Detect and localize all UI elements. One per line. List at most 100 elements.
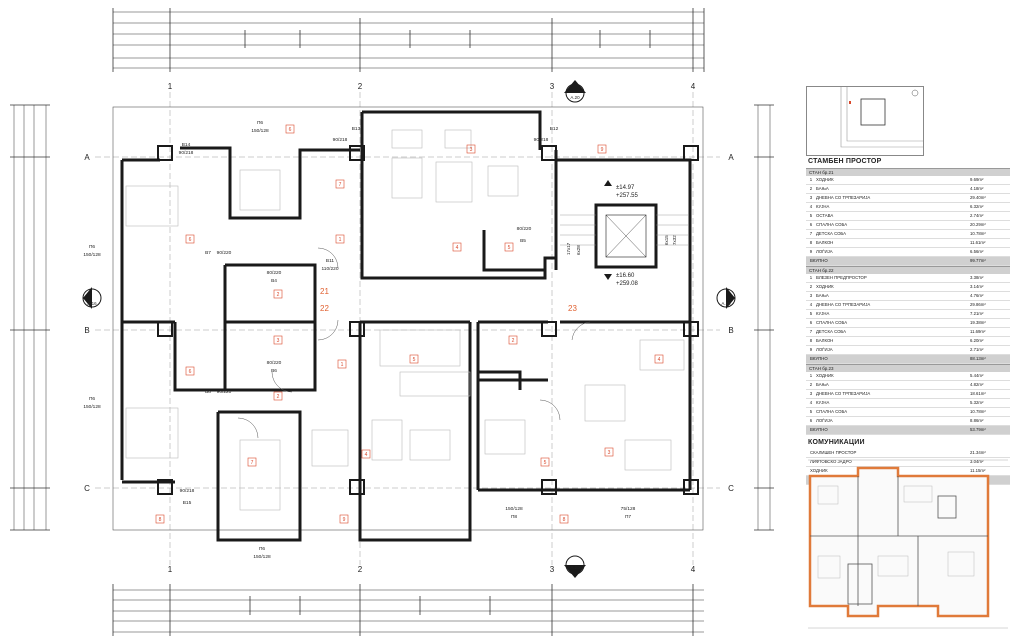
door-swing-icon (237, 247, 591, 439)
stair-steps-right: 7x32 (672, 235, 677, 245)
svg-text:3: 3 (608, 450, 611, 456)
svg-text:5: 5 (508, 245, 511, 251)
svg-text:B15: B15 (183, 500, 192, 506)
svg-text:П8: П8 (511, 514, 517, 520)
svg-text:2: 2 (277, 394, 280, 400)
room-tag: 9 (339, 514, 349, 524)
unit-header: СТАН бр.22 (806, 266, 1010, 274)
svg-text:90/218: 90/218 (180, 488, 195, 494)
left-dimension-chains (10, 104, 50, 531)
unit-number: 21 (320, 287, 329, 296)
svg-text:6: 6 (189, 237, 192, 243)
axis-label: 1 (168, 82, 173, 91)
opening-label: B15 90/218 (180, 488, 195, 506)
opening-label: B6 80/220 (267, 360, 282, 374)
svg-text:8: 8 (563, 517, 566, 523)
axis-bubbles-left: A B C (84, 153, 90, 493)
svg-text:П6: П6 (259, 546, 265, 552)
svg-text:B8: B8 (205, 389, 211, 395)
svg-text:3: 3 (277, 338, 280, 344)
svg-text:2: 2 (277, 292, 280, 298)
svg-text:2: 2 (512, 338, 515, 344)
walls (120, 110, 692, 542)
svg-text:80/220: 80/220 (267, 360, 282, 366)
svg-text:90/220: 90/220 (217, 389, 232, 395)
axis-bubbles-bottom: 1 2 3 4 (168, 565, 696, 574)
svg-text:9: 9 (343, 517, 346, 523)
room-tag: 6 (185, 366, 195, 376)
room-tag: 5 (504, 242, 514, 252)
svg-text:П6: П6 (257, 120, 263, 126)
axis-bubbles-top: 1 2 3 4 (168, 82, 696, 91)
section-label: A.20 (570, 95, 580, 100)
level-arrow-icon (604, 180, 612, 186)
room-tag: 1 (337, 359, 347, 369)
svg-text:B14: B14 (182, 142, 191, 148)
key-plan-minimap (808, 459, 1008, 629)
svg-text:6: 6 (189, 369, 192, 375)
room-tag: 2 (508, 335, 518, 345)
svg-text:150/128: 150/128 (253, 554, 271, 560)
svg-text:4: 4 (658, 357, 661, 363)
room-tag: 9 (597, 144, 607, 154)
building-outline (112, 106, 704, 531)
svg-text:1: 1 (339, 237, 342, 243)
room-tag: 3 (273, 335, 283, 345)
stair-steps: 17x17 (566, 242, 571, 255)
columns (157, 145, 699, 495)
room-tag: 6 (185, 234, 195, 244)
room-tag: 7 (247, 457, 257, 467)
axis-label: C (84, 484, 90, 493)
axis-label: 2 (358, 82, 363, 91)
room-tag: 8 (155, 514, 165, 524)
axis-label: 1 (168, 565, 173, 574)
svg-text:8: 8 (159, 517, 162, 523)
room-tag: 8 (559, 514, 569, 524)
room-tag: 5 (409, 354, 419, 364)
svg-text:5: 5 (413, 357, 416, 363)
axis-label: 2 (358, 565, 363, 574)
section-marker-icon: A.19 (716, 287, 736, 309)
room-tag: 3 (466, 144, 476, 154)
svg-text:П6: П6 (89, 244, 95, 250)
axis-label: 4 (691, 82, 696, 91)
level-bottom: ±16.60 (616, 273, 635, 279)
svg-text:B7: B7 (205, 250, 211, 256)
level-arrow-icon (604, 274, 612, 280)
section-marker-icon: A.16 (82, 287, 102, 309)
axis-label: 3 (550, 82, 555, 91)
stair-steps-sub: 6x28 (576, 245, 581, 255)
svg-text:B4: B4 (271, 278, 277, 284)
axis-label: 3 (550, 565, 555, 574)
north-arrow-icon (911, 89, 919, 97)
level-top-abs: +257.55 (616, 193, 639, 199)
level-annotations: ±14.97 +257.55 ±16.60 +259.08 17x17 6x28… (566, 180, 677, 287)
svg-text:90/218: 90/218 (333, 137, 348, 143)
svg-text:3: 3 (470, 147, 473, 153)
section-label: A.19 (721, 301, 731, 306)
svg-text:B6: B6 (271, 368, 277, 374)
svg-text:150/128: 150/128 (83, 252, 101, 258)
axis-label: A (84, 153, 90, 162)
